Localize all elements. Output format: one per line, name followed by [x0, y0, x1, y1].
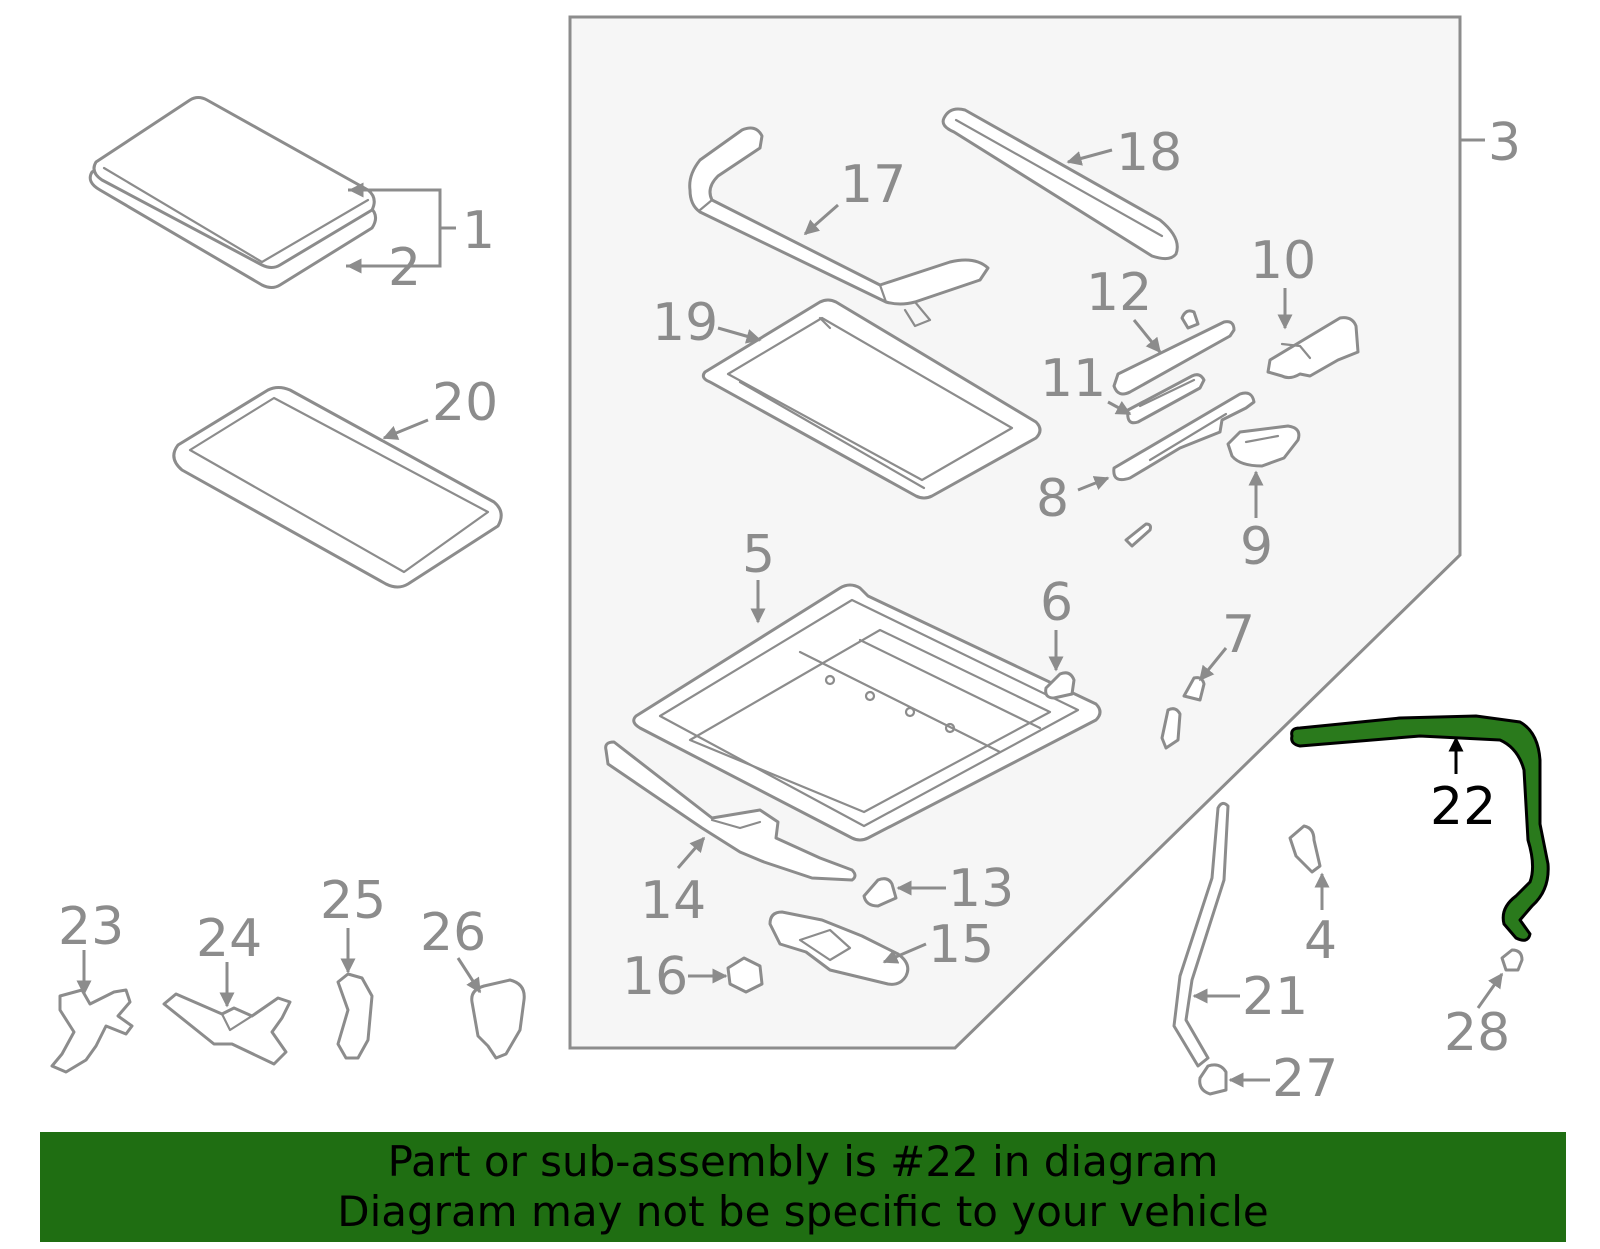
banner-line-disclaimer: Diagram may not be specific to your vehi… [337, 1187, 1269, 1236]
part-6-clip [1044, 671, 1076, 700]
callout-20[interactable]: 20 [432, 373, 498, 433]
callout-28[interactable]: 28 [1444, 1003, 1510, 1063]
callout-7[interactable]: 7 [1222, 605, 1255, 665]
part-9-bracket [1226, 424, 1301, 468]
screw [1124, 522, 1152, 548]
callout-17[interactable]: 17 [840, 155, 906, 215]
callout-19[interactable]: 19 [652, 293, 718, 353]
callout-13[interactable]: 13 [948, 859, 1014, 919]
callout-21[interactable]: 21 [1242, 967, 1308, 1027]
leader-7 [1198, 647, 1228, 682]
part-28-plug [1500, 948, 1524, 972]
part-27-clip [1198, 1063, 1228, 1096]
part-24-bracket [162, 992, 292, 1066]
part-5-housing [632, 583, 1102, 842]
info-banner: Part or sub-assembly is #22 in diagram D… [40, 1132, 1566, 1242]
part-15-motor [768, 910, 910, 986]
callout-2[interactable]: 2 [388, 238, 421, 298]
leader-11 [1107, 400, 1132, 416]
leader-12 [1132, 319, 1162, 354]
part-25-bracket [336, 972, 374, 1060]
callout-4[interactable]: 4 [1304, 911, 1337, 971]
part-21-hose [1172, 801, 1230, 1068]
callout-18[interactable]: 18 [1116, 123, 1182, 183]
part-12-bracket [1112, 309, 1236, 396]
callout-15[interactable]: 15 [928, 915, 994, 975]
part-14-track [604, 740, 857, 882]
part-23-bracket [50, 988, 134, 1074]
part-22-hose-highlighted [1290, 714, 1550, 942]
callout-26[interactable]: 26 [420, 903, 486, 963]
callout-12[interactable]: 12 [1086, 263, 1152, 323]
part-1-glass-panel [88, 96, 377, 289]
leader-8 [1077, 476, 1110, 492]
callout-22[interactable]: 22 [1430, 777, 1496, 837]
callout-16[interactable]: 16 [622, 947, 688, 1007]
leader-17 [803, 203, 839, 236]
part-17-guide [688, 126, 990, 328]
callout-6[interactable]: 6 [1040, 573, 1073, 633]
callout-27[interactable]: 27 [1272, 1049, 1338, 1109]
callout-25[interactable]: 25 [320, 871, 386, 931]
part-19-frame [701, 298, 1042, 500]
callout-3[interactable]: 3 [1488, 113, 1521, 173]
part-10-bracket [1266, 316, 1360, 380]
part-20-weatherstrip [172, 386, 503, 589]
part-11-link [1126, 373, 1206, 425]
callout-24[interactable]: 24 [196, 909, 262, 969]
banner-line-part-number: Part or sub-assembly is #22 in diagram [387, 1137, 1219, 1186]
leader-18 [1066, 148, 1113, 166]
callout-11[interactable]: 11 [1040, 349, 1106, 409]
callout-9[interactable]: 9 [1240, 517, 1273, 577]
callout-23[interactable]: 23 [58, 897, 124, 957]
callout-1[interactable]: 1 [462, 201, 495, 261]
leader-28 [1476, 972, 1504, 1009]
leader-19 [717, 326, 762, 344]
callout-10[interactable]: 10 [1250, 231, 1316, 291]
part-13-grommet [862, 877, 898, 908]
part-16-relay [726, 956, 764, 994]
part-8-arm [1112, 391, 1256, 482]
callout-5[interactable]: 5 [742, 525, 775, 585]
part-18-deflector [941, 107, 1179, 261]
leader-26 [456, 957, 482, 994]
leader-20 [382, 418, 429, 440]
part-7-fastener [1160, 676, 1206, 750]
leader-14 [676, 836, 706, 869]
callout-14[interactable]: 14 [640, 871, 706, 931]
leader-15 [882, 942, 927, 964]
bracket-1 [346, 188, 456, 268]
callout-8[interactable]: 8 [1036, 469, 1069, 529]
part-4-bracket [1288, 824, 1322, 874]
